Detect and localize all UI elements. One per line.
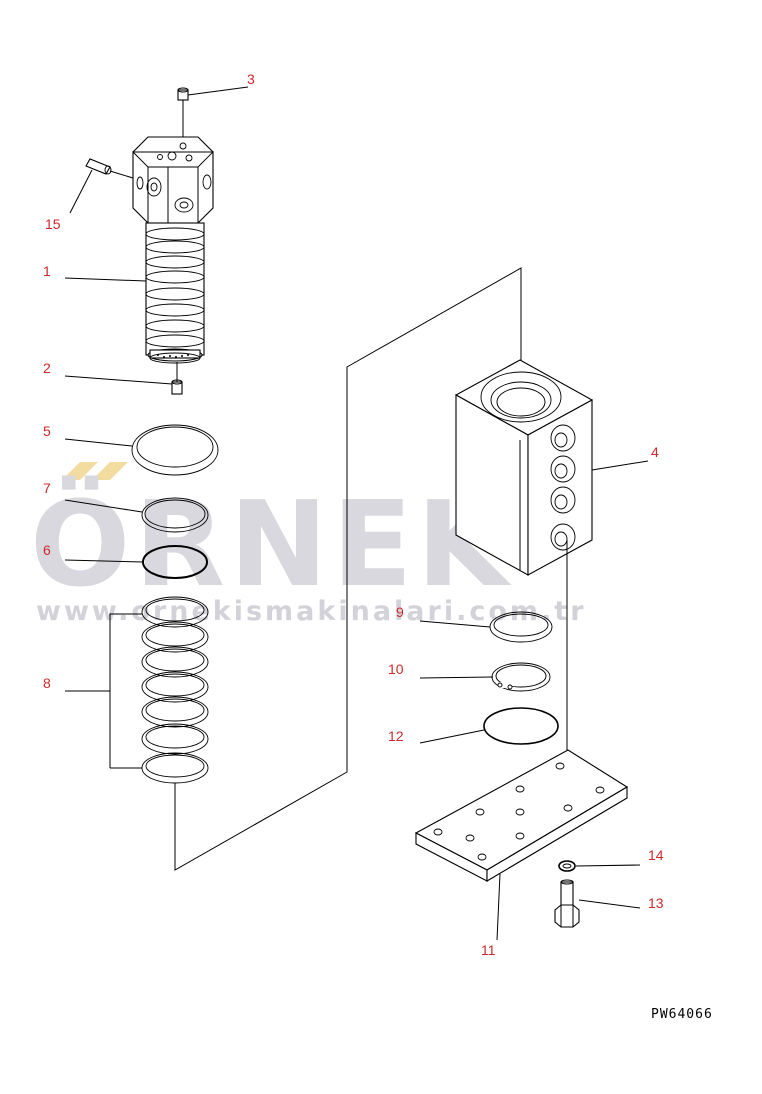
part-15-pin bbox=[85, 158, 134, 179]
part-5-ring-inner bbox=[136, 426, 214, 468]
part-1-valve-body bbox=[131, 136, 215, 364]
callout-5: 5 bbox=[43, 423, 51, 439]
callout-11: 11 bbox=[481, 942, 496, 958]
part-10-snap-ring bbox=[491, 662, 551, 692]
callout-6: 6 bbox=[43, 542, 51, 558]
callout-15: 15 bbox=[45, 216, 61, 232]
callout-3: 3 bbox=[247, 71, 255, 87]
watermark-brand: ÖRNEK bbox=[30, 475, 513, 613]
part-9-ring-inner bbox=[493, 613, 549, 637]
watermark-accent-mark-2 bbox=[92, 462, 128, 480]
part-4-block bbox=[454, 359, 594, 576]
leader-lines bbox=[64, 86, 649, 941]
callout-4: 4 bbox=[651, 444, 659, 460]
callout-9: 9 bbox=[396, 604, 404, 620]
callout-1: 1 bbox=[43, 263, 51, 279]
callout-7: 7 bbox=[43, 480, 51, 496]
callout-8: 8 bbox=[43, 675, 51, 691]
watermark-url: www.ornekismakinalari.com.tr bbox=[36, 596, 587, 627]
watermark: ÖRNEK www.ornekismakinalari.com.tr bbox=[30, 462, 587, 627]
part-2-plug bbox=[171, 362, 183, 395]
callout-10: 10 bbox=[388, 661, 404, 677]
callout-labels: 3 15 1 2 5 7 6 8 4 9 10 12 14 13 11 bbox=[43, 71, 664, 958]
callout-14: 14 bbox=[648, 847, 664, 863]
part-13-bolt bbox=[554, 879, 580, 928]
part-11-plate bbox=[414, 749, 629, 882]
part-14-washer-inner bbox=[562, 863, 572, 869]
part-3-plug bbox=[177, 87, 189, 137]
part-5-ring bbox=[131, 424, 219, 476]
assembly-path-line bbox=[174, 267, 522, 871]
callout-2: 2 bbox=[43, 360, 51, 376]
drawing-code: PW64066 bbox=[651, 1007, 713, 1022]
callout-12: 12 bbox=[388, 728, 404, 744]
watermark-accent-mark bbox=[62, 462, 98, 480]
callout-13: 13 bbox=[648, 895, 664, 911]
part-7-o-ring bbox=[141, 497, 209, 533]
part-7-o-ring-inner bbox=[144, 499, 206, 529]
part-14-washer bbox=[558, 860, 576, 872]
part-12-o-ring bbox=[483, 707, 559, 745]
